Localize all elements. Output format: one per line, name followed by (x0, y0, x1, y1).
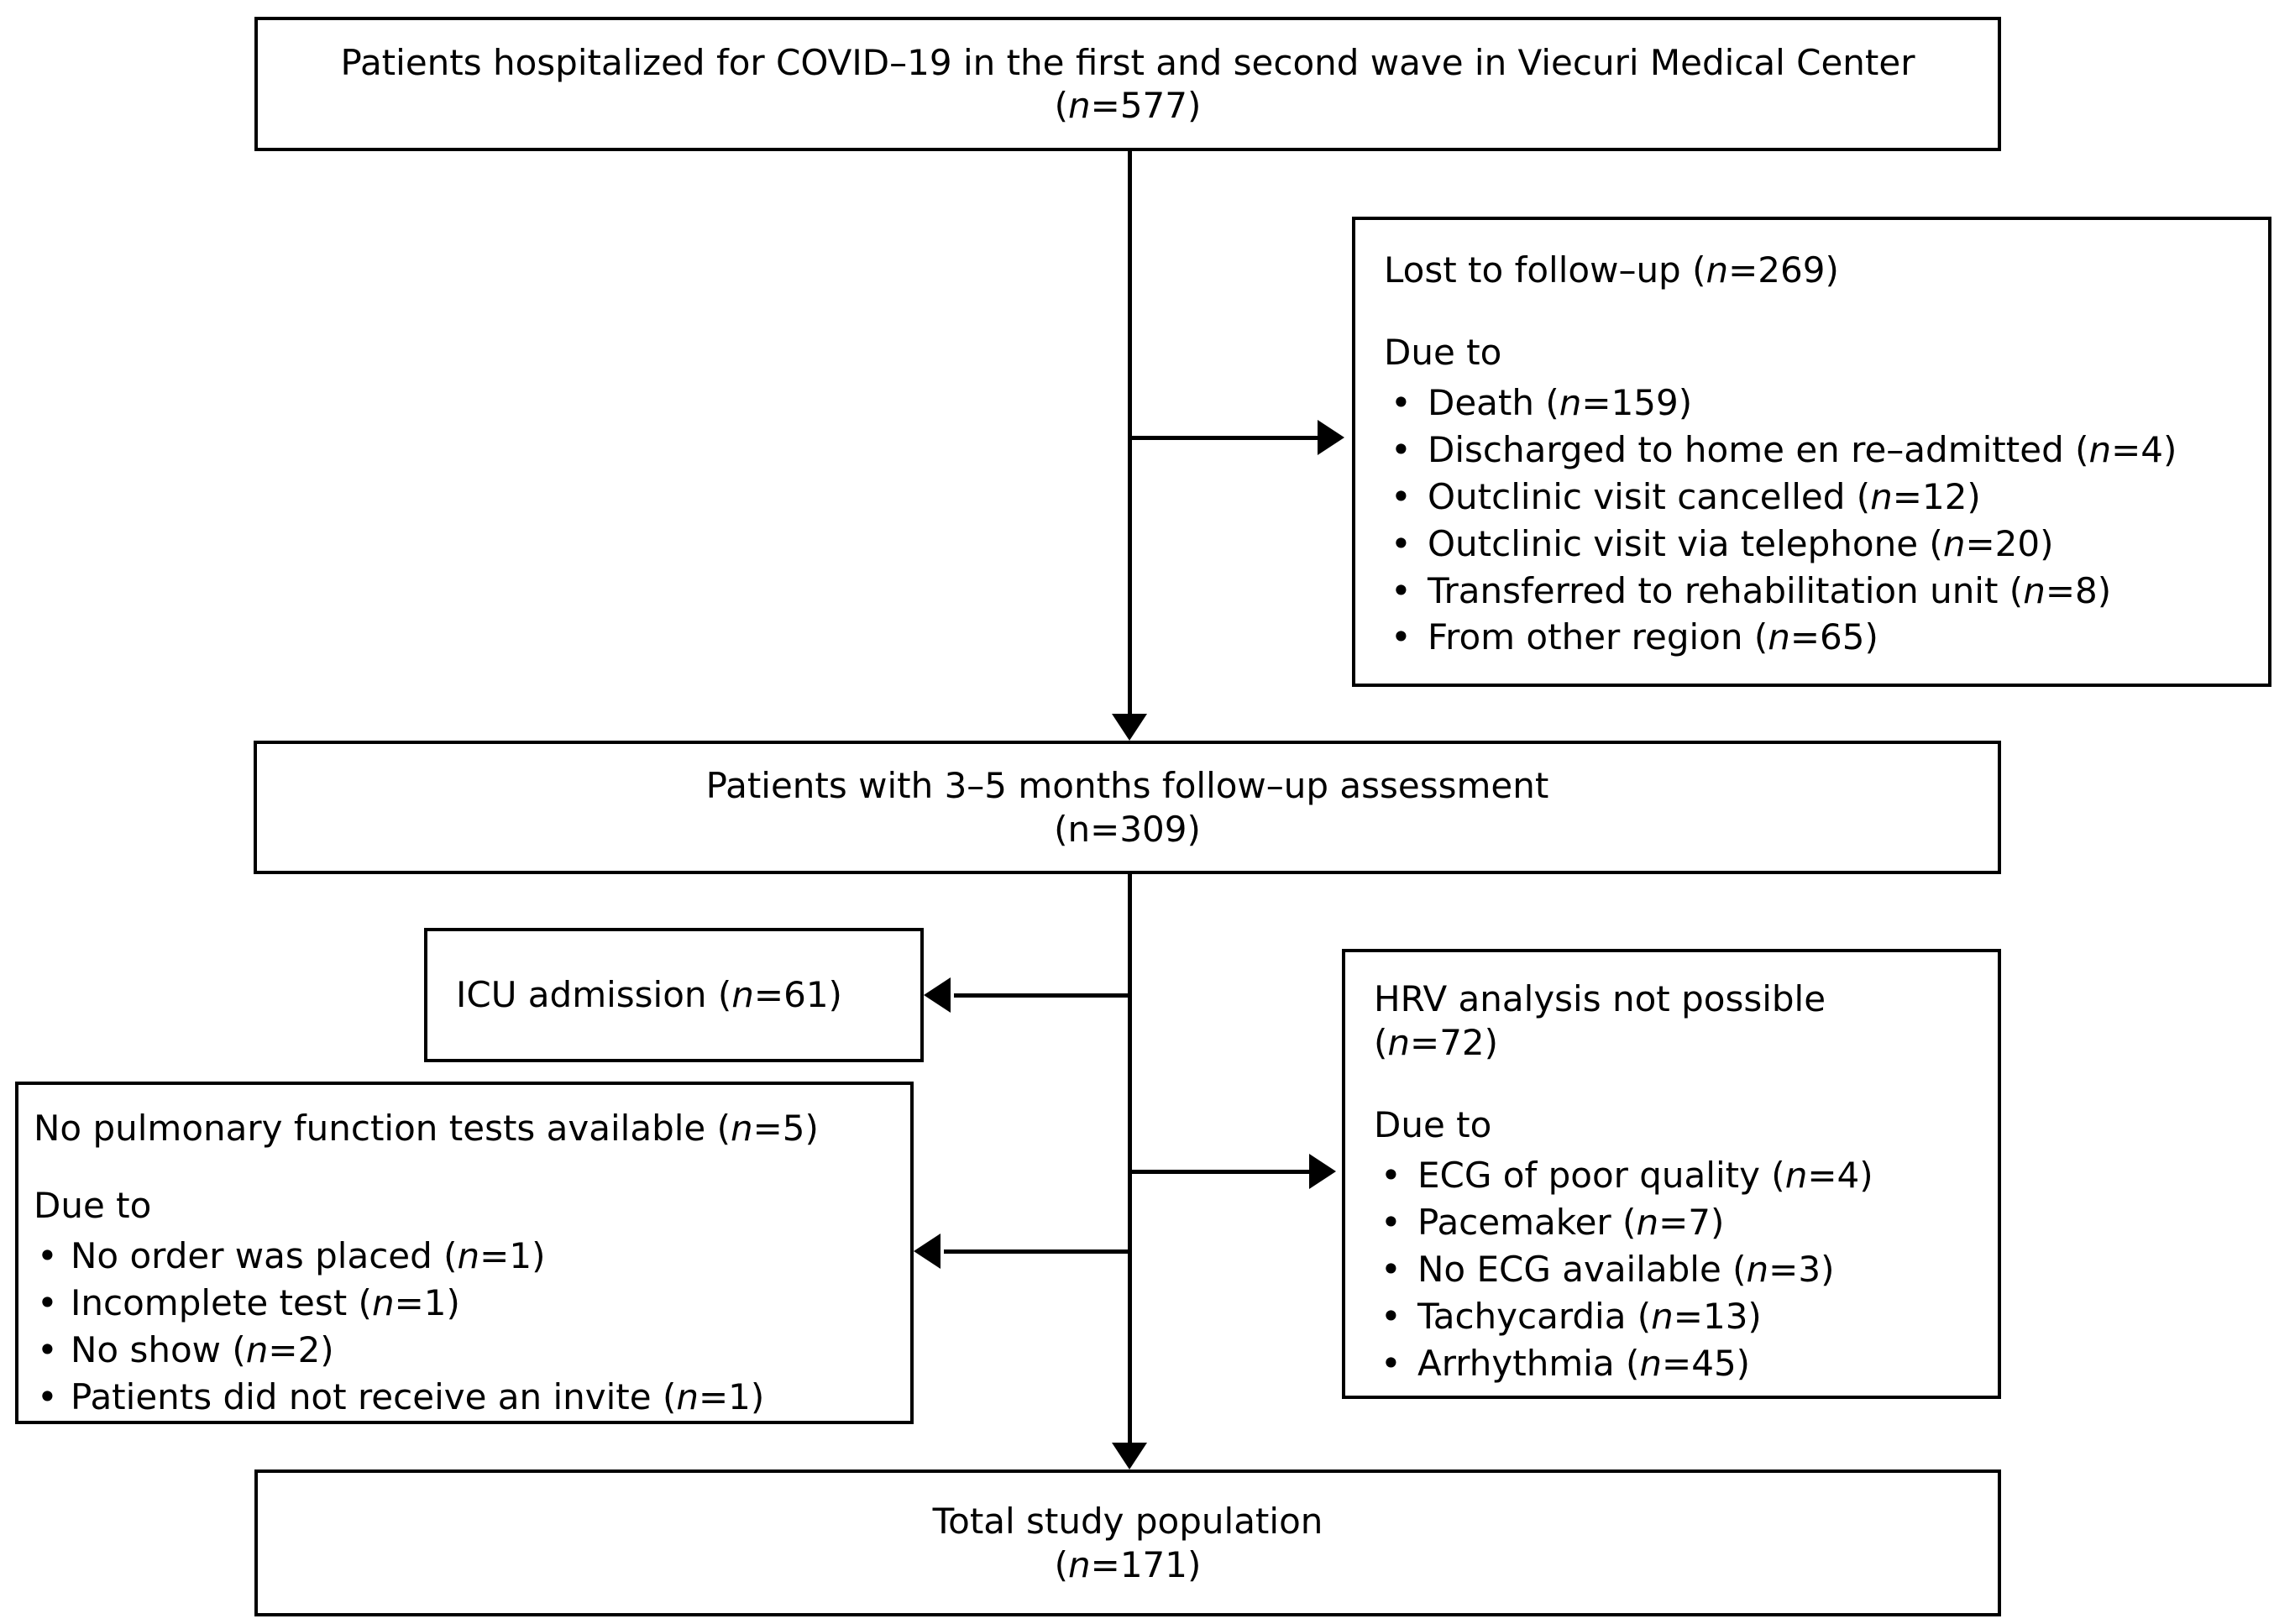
list-item: • Tachycardia (n=13) (1374, 1293, 1873, 1340)
lost-to-followup-reason-list: • Death (n=159) • Discharged to home en re… (1384, 380, 2177, 661)
arrowhead-down-followup (1112, 714, 1147, 741)
reason-label: No ECG available (n=3) (1417, 1248, 1835, 1290)
reason-label: Outclinic visit via telephone (n=20) (1428, 522, 2054, 564)
bullet-icon: • (1391, 522, 1412, 564)
box-no-pulmonary-function-tests: No pulmonary function tests available (n… (15, 1082, 914, 1424)
box-followup-assessment: Patients with 3–5 months follow–up asses… (254, 741, 2001, 874)
reason-label: ECG of poor quality (n=4) (1417, 1155, 1873, 1197)
connector-to-icu-admission (954, 993, 1129, 998)
hrv-count: (n=72) (1374, 1022, 1499, 1064)
reason-label: Pacemaker (n=7) (1417, 1202, 1725, 1244)
bullet-icon: • (1391, 616, 1412, 658)
reason-label: Discharged to home en re–admitted (n=4) (1428, 429, 2177, 471)
no-pulmonary-tests-due-to-label: Due to (34, 1185, 152, 1227)
arrowhead-left-icu-admission (924, 977, 951, 1013)
bullet-icon: • (1391, 382, 1412, 424)
lost-to-followup-due-to-label: Due to (1384, 332, 1502, 374)
reason-label: No order was placed (n=1) (71, 1235, 546, 1277)
box-total-study-population: Total study population (n=171) (254, 1469, 2001, 1616)
reason-label: Transferred to rehabilitation unit (n=8) (1428, 569, 2112, 611)
reason-label: Outclinic visit cancelled (n=12) (1428, 475, 1981, 517)
bullet-icon: • (37, 1328, 58, 1370)
arrowhead-left-no-pulmonary-tests (914, 1234, 941, 1269)
arrowhead-right-hrv-not-possible (1309, 1154, 1336, 1189)
list-item: • Death (n=159) (1384, 380, 2177, 427)
bullet-icon: • (1381, 1155, 1402, 1197)
bullet-icon: • (1381, 1342, 1402, 1384)
reason-label: Death (n=159) (1428, 382, 1693, 424)
hrv-title-line1: HRV analysis not possible (1374, 978, 1826, 1019)
list-item: • No ECG available (n=3) (1374, 1246, 1873, 1293)
arrowhead-down-total (1112, 1443, 1147, 1469)
icu-admission-title: ICU admission (n=61) (456, 973, 842, 1015)
list-item: • No order was placed (n=1) (34, 1233, 764, 1280)
list-item: • ECG of poor quality (n=4) (1374, 1152, 1873, 1199)
connector-to-lost-to-followup (1128, 436, 1324, 440)
list-item: • Discharged to home en re–admitted (n=4) (1384, 427, 2177, 474)
bullet-icon: • (37, 1235, 58, 1277)
list-item: • No show (n=2) (34, 1327, 764, 1374)
list-item: • Outclinic visit via telephone (n=20) (1384, 521, 2177, 568)
reason-label: From other region (n=65) (1428, 616, 1878, 658)
bullet-icon: • (37, 1282, 58, 1324)
hrv-due-to-label: Due to (1374, 1104, 1492, 1146)
followup-count: (n=309) (1054, 808, 1201, 850)
bullet-icon: • (1391, 475, 1412, 517)
enrolled-line1: Patients hospitalized for COVID–19 in th… (340, 41, 1915, 83)
reason-label: Tachycardia (n=13) (1417, 1295, 1762, 1337)
list-item: • From other region (n=65) (1384, 614, 2177, 661)
bullet-icon: • (1391, 429, 1412, 471)
box-enrolled-patients: Patients hospitalized for COVID–19 in th… (254, 17, 2001, 151)
list-item: • Transferred to rehabilitation unit (n=8… (1384, 568, 2177, 615)
bullet-icon: • (1381, 1248, 1402, 1290)
bullet-icon: • (1381, 1202, 1402, 1244)
connector-to-hrv-not-possible (1128, 1170, 1314, 1174)
hrv-reason-list: • ECG of poor quality (n=4) • Pacemaker (n… (1374, 1152, 1873, 1386)
reason-label: Arrhythmia (n=45) (1417, 1342, 1751, 1384)
total-population-count: (n=171) (1054, 1543, 1202, 1585)
enrolled-count: (n=577) (1054, 85, 1202, 126)
list-item: • Incomplete test (n=1) (34, 1280, 764, 1327)
reason-label: No show (n=2) (71, 1328, 334, 1370)
box-lost-to-followup: Lost to follow–up (n=269) Due to • Death … (1352, 217, 2271, 687)
box-icu-admission: ICU admission (n=61) (424, 928, 924, 1062)
no-pulmonary-tests-reason-list: • No order was placed (n=1) • Incomplete t… (34, 1233, 764, 1420)
list-item: • Outclinic visit cancelled (n=12) (1384, 474, 2177, 521)
list-item: • Patients did not receive an invite (n=1… (34, 1374, 764, 1421)
arrowhead-right-lost-to-followup (1318, 420, 1344, 455)
bullet-icon: • (37, 1375, 58, 1417)
total-population-line1: Total study population (932, 1501, 1323, 1543)
connector-enrolled-to-followup (1128, 151, 1132, 715)
connector-to-no-pulmonary-tests (944, 1249, 1129, 1254)
bullet-icon: • (1381, 1295, 1402, 1337)
box-hrv-not-possible: HRV analysis not possible (n=72) Due to … (1342, 949, 2001, 1399)
followup-line1: Patients with 3–5 months follow–up asses… (705, 765, 1549, 807)
bullet-icon: • (1391, 569, 1412, 611)
connector-followup-to-total (1128, 874, 1132, 1445)
no-pulmonary-tests-title: No pulmonary function tests available (n… (34, 1108, 819, 1149)
lost-to-followup-title: Lost to follow–up (n=269) (1384, 249, 1839, 291)
list-item: • Arrhythmia (n=45) (1374, 1340, 1873, 1387)
reason-label: Patients did not receive an invite (n=1) (71, 1375, 765, 1417)
list-item: • Pacemaker (n=7) (1374, 1199, 1873, 1246)
reason-label: Incomplete test (n=1) (71, 1282, 460, 1324)
